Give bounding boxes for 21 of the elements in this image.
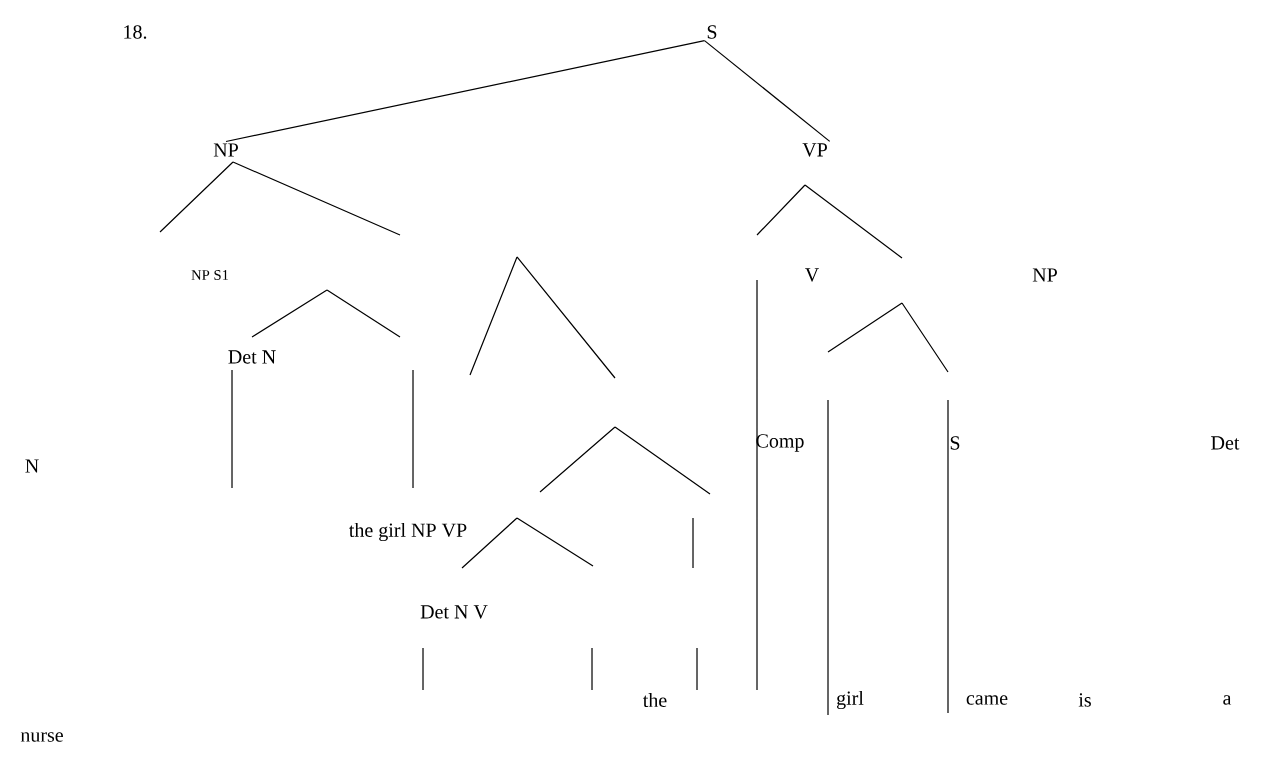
tree-label: came: [966, 695, 1008, 705]
tree-label: Det: [1211, 436, 1240, 450]
tree-branch: [703, 40, 831, 142]
tree-label: the: [643, 692, 667, 707]
tree-label: NP S1: [191, 270, 229, 280]
item-number: 18.: [124, 25, 147, 39]
tree-label: NP: [213, 143, 238, 157]
tree-branch: [225, 40, 706, 143]
tree-label: Det N V: [420, 605, 488, 619]
tree-label: a: [1223, 695, 1232, 705]
tree-label: is: [1078, 693, 1091, 707]
tree-label: Det N: [228, 350, 276, 364]
tree-label: nurse: [20, 732, 63, 742]
tree-label: V: [805, 268, 819, 282]
tree-label: girl: [836, 690, 864, 710]
tree-label: N: [25, 459, 39, 473]
tree-label: S: [707, 25, 717, 39]
tree-label: the girl NP VP: [349, 522, 467, 542]
tree-label: VP: [802, 143, 827, 157]
tree-label: NP: [1032, 268, 1057, 282]
tree-label: S: [950, 436, 960, 450]
